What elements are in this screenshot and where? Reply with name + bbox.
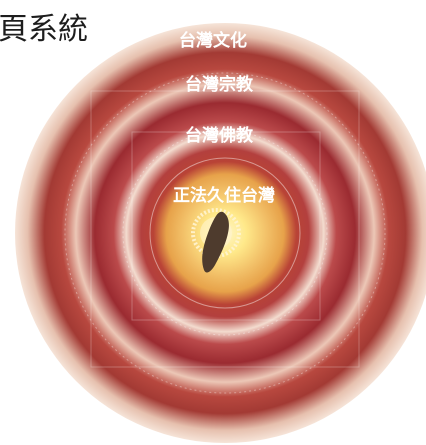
taiwan-map-icon	[191, 208, 241, 273]
ring-label-buddhism: 台灣佛教	[185, 125, 254, 146]
page-title: 頁系統	[0, 12, 88, 47]
ring-guide-3	[149, 157, 301, 309]
ring-label-dharma: 正法久住台灣	[173, 185, 275, 206]
ring-guide-1	[64, 72, 386, 394]
square-frame-inner	[131, 131, 321, 321]
ring-guide-2	[122, 130, 328, 336]
ring-label-religion: 台灣宗教	[185, 74, 254, 95]
ring-label-culture: 台灣文化	[179, 30, 247, 51]
square-frame-outer	[90, 90, 360, 368]
